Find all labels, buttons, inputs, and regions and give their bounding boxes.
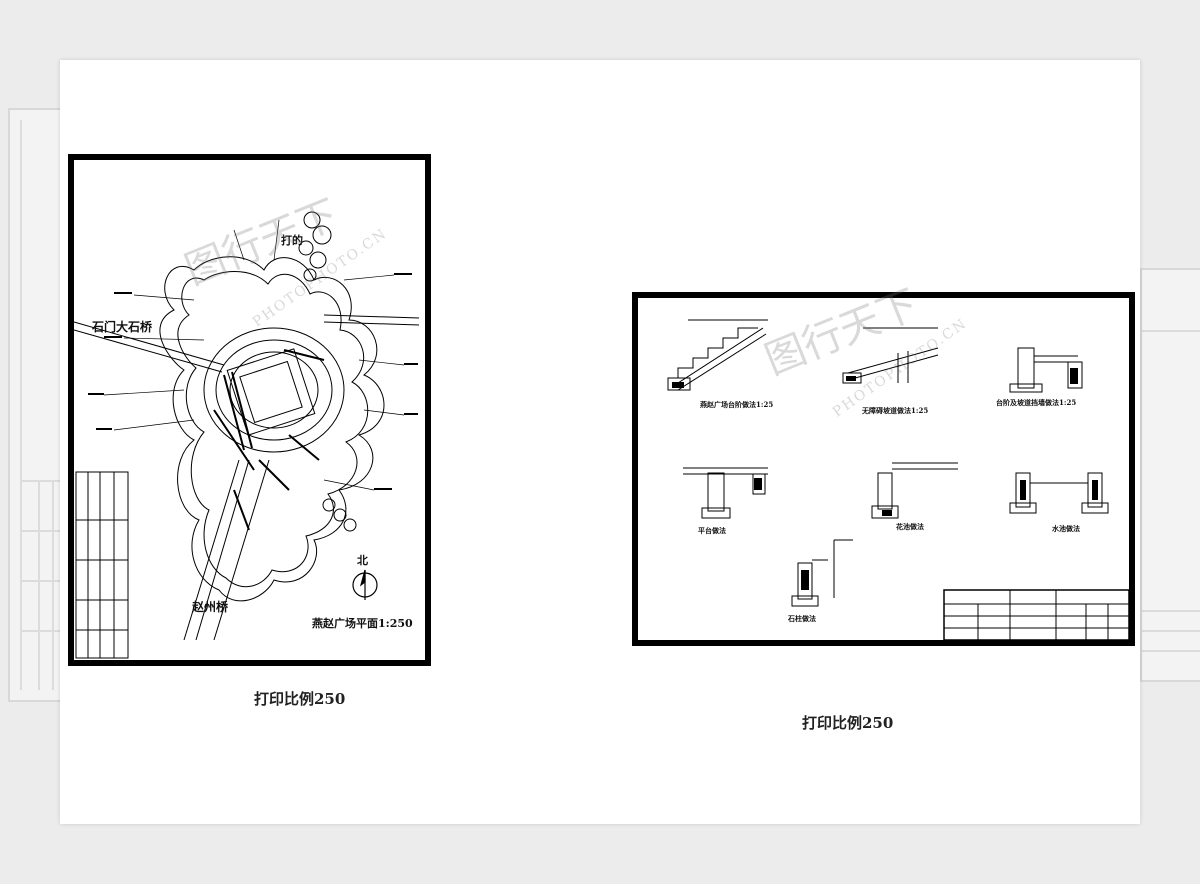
background-sheet-left: [8, 108, 68, 702]
detail-caption-3: 台阶及坡道挡墙做法1:25: [996, 398, 1077, 407]
details-graphic: [667, 319, 1129, 640]
plaza-plan-drawing[interactable]: 石门大石桥 赵州桥 北 打的 燕赵广场平面1:250: [68, 154, 431, 666]
north-label: 北: [357, 554, 368, 567]
print-preview-sheet: 石门大石桥 赵州桥 北 打的 燕赵广场平面1:250 打印比例250: [60, 60, 1140, 824]
plan-title: 燕赵广场平面1:250: [312, 617, 413, 630]
plaza-plan-graphic: [74, 211, 420, 659]
detail-caption-5: 花池做法: [896, 522, 924, 531]
detail-caption-7: 石柱做法: [788, 614, 816, 623]
construction-details-drawing[interactable]: 燕赵广场台阶做法1:25 无障碍坡道做法1:25 台阶及坡道挡墙做法1:25 平…: [632, 292, 1135, 646]
detail-caption-1: 燕赵广场台阶做法1:25: [700, 400, 774, 409]
zhaozhou-bridge-label: 赵州桥: [192, 600, 229, 614]
top-marker-label: 打的: [281, 234, 303, 247]
left-print-scale-caption: 打印比例250: [254, 690, 346, 708]
shimen-bridge-label: 石门大石桥: [92, 320, 153, 334]
north-arrow-icon: [352, 569, 378, 600]
right-print-scale-caption: 打印比例250: [802, 714, 894, 732]
detail-caption-4: 平台做法: [698, 526, 726, 535]
detail-caption-2: 无障碍坡道做法1:25: [862, 406, 929, 415]
detail-caption-6: 水池做法: [1052, 524, 1080, 533]
background-sheet-right: [1140, 268, 1200, 682]
